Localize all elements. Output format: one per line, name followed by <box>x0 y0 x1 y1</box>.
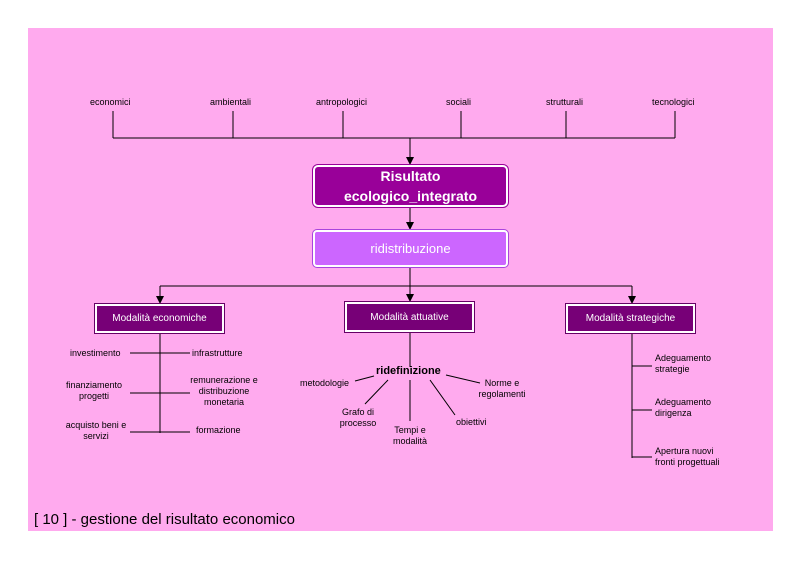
factor-label: ambientali <box>210 97 252 107</box>
attuative-item: Tempi e modalità <box>392 425 428 446</box>
factor-label: sociali <box>446 97 472 107</box>
strategiche-item: Apertura nuovi fronti progettuali <box>655 446 720 467</box>
economiche-left-item: investimento <box>70 348 121 358</box>
strategiche-item: Adeguamento dirigenza <box>655 397 712 418</box>
redistribution-label: ridistribuzione <box>370 241 451 256</box>
modality-attuative-box: Modalità attuative <box>345 302 474 332</box>
factor-label: economici <box>90 97 131 107</box>
economiche-left-item: acquisto beni e servizi <box>65 420 127 441</box>
modality-attuative-title: Modalità attuative <box>370 311 449 323</box>
economiche-left-item: finanziamento progetti <box>65 380 123 401</box>
modality-economiche-box: Modalità economiche <box>95 304 224 333</box>
figure-caption: [ 10 ] - gestione del risultato economic… <box>34 511 295 528</box>
attuative-item: metodologie <box>300 378 350 388</box>
factor-label: strutturali <box>546 97 584 107</box>
factor-label: tecnologici <box>652 97 695 107</box>
modality-strategiche-title: Modalità strategiche <box>585 313 676 324</box>
economiche-right-item: formazione <box>196 425 241 435</box>
result-line2: ecologico_integrato <box>343 188 478 204</box>
result-line1: Risultato <box>380 168 441 184</box>
strategiche-item: Adeguamento strategie <box>655 353 712 374</box>
result-box: Risultato ecologico_integrato <box>313 165 508 207</box>
attuative-center: ridefinizione <box>376 365 441 377</box>
modality-strategiche-box: Modalità strategiche <box>566 304 695 333</box>
diagram-canvas <box>28 28 773 531</box>
economiche-right-item: remunerazione e distribuzione monetaria <box>190 375 258 407</box>
factor-label: antropologici <box>316 97 368 107</box>
economiche-right-item: infrastrutture <box>192 348 243 358</box>
attuative-item: Norme e regolamenti <box>478 378 526 399</box>
modality-economiche-title: Modalità economiche <box>112 313 207 324</box>
attuative-item: Grafo di processo <box>339 407 377 428</box>
redistribution-box: ridistribuzione <box>313 230 508 267</box>
attuative-item: obiettivi <box>456 417 487 427</box>
